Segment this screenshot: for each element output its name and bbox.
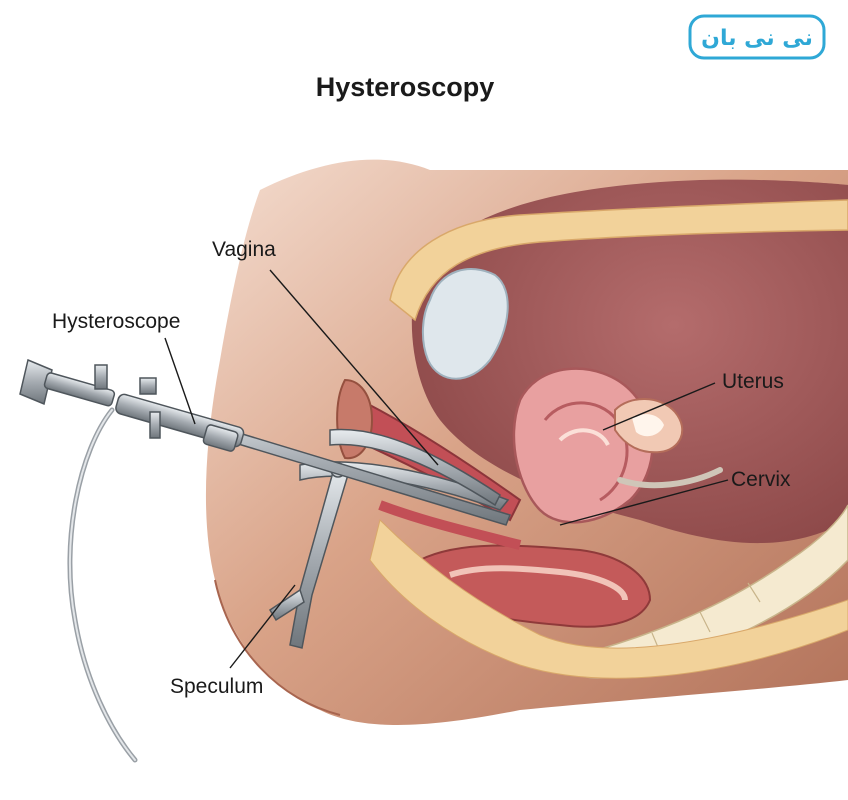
leader-lines — [164, 269, 729, 669]
svg-text:نی نی بان: نی نی بان — [701, 26, 813, 51]
label-cervix: Cervix — [731, 468, 791, 491]
cervix-leader — [559, 479, 729, 526]
watermark-logo: نی نی بان — [688, 14, 826, 60]
hysteroscope-leader — [164, 337, 196, 425]
label-uterus: Uterus — [722, 370, 784, 393]
label-vagina: Vagina — [212, 238, 276, 261]
label-speculum: Speculum — [170, 675, 264, 698]
fat-layer — [389, 199, 848, 322]
hysteroscope — [19, 358, 512, 526]
speculum-leader — [229, 584, 296, 669]
uterus-leader — [602, 382, 716, 431]
lower-fat — [369, 519, 848, 679]
vagina-leader — [269, 269, 439, 466]
diagram-title: Hysteroscopy — [315, 72, 495, 102]
buttock-curve — [214, 579, 341, 716]
label-hysteroscope: Hysteroscope — [52, 310, 181, 333]
bladder — [422, 267, 509, 380]
